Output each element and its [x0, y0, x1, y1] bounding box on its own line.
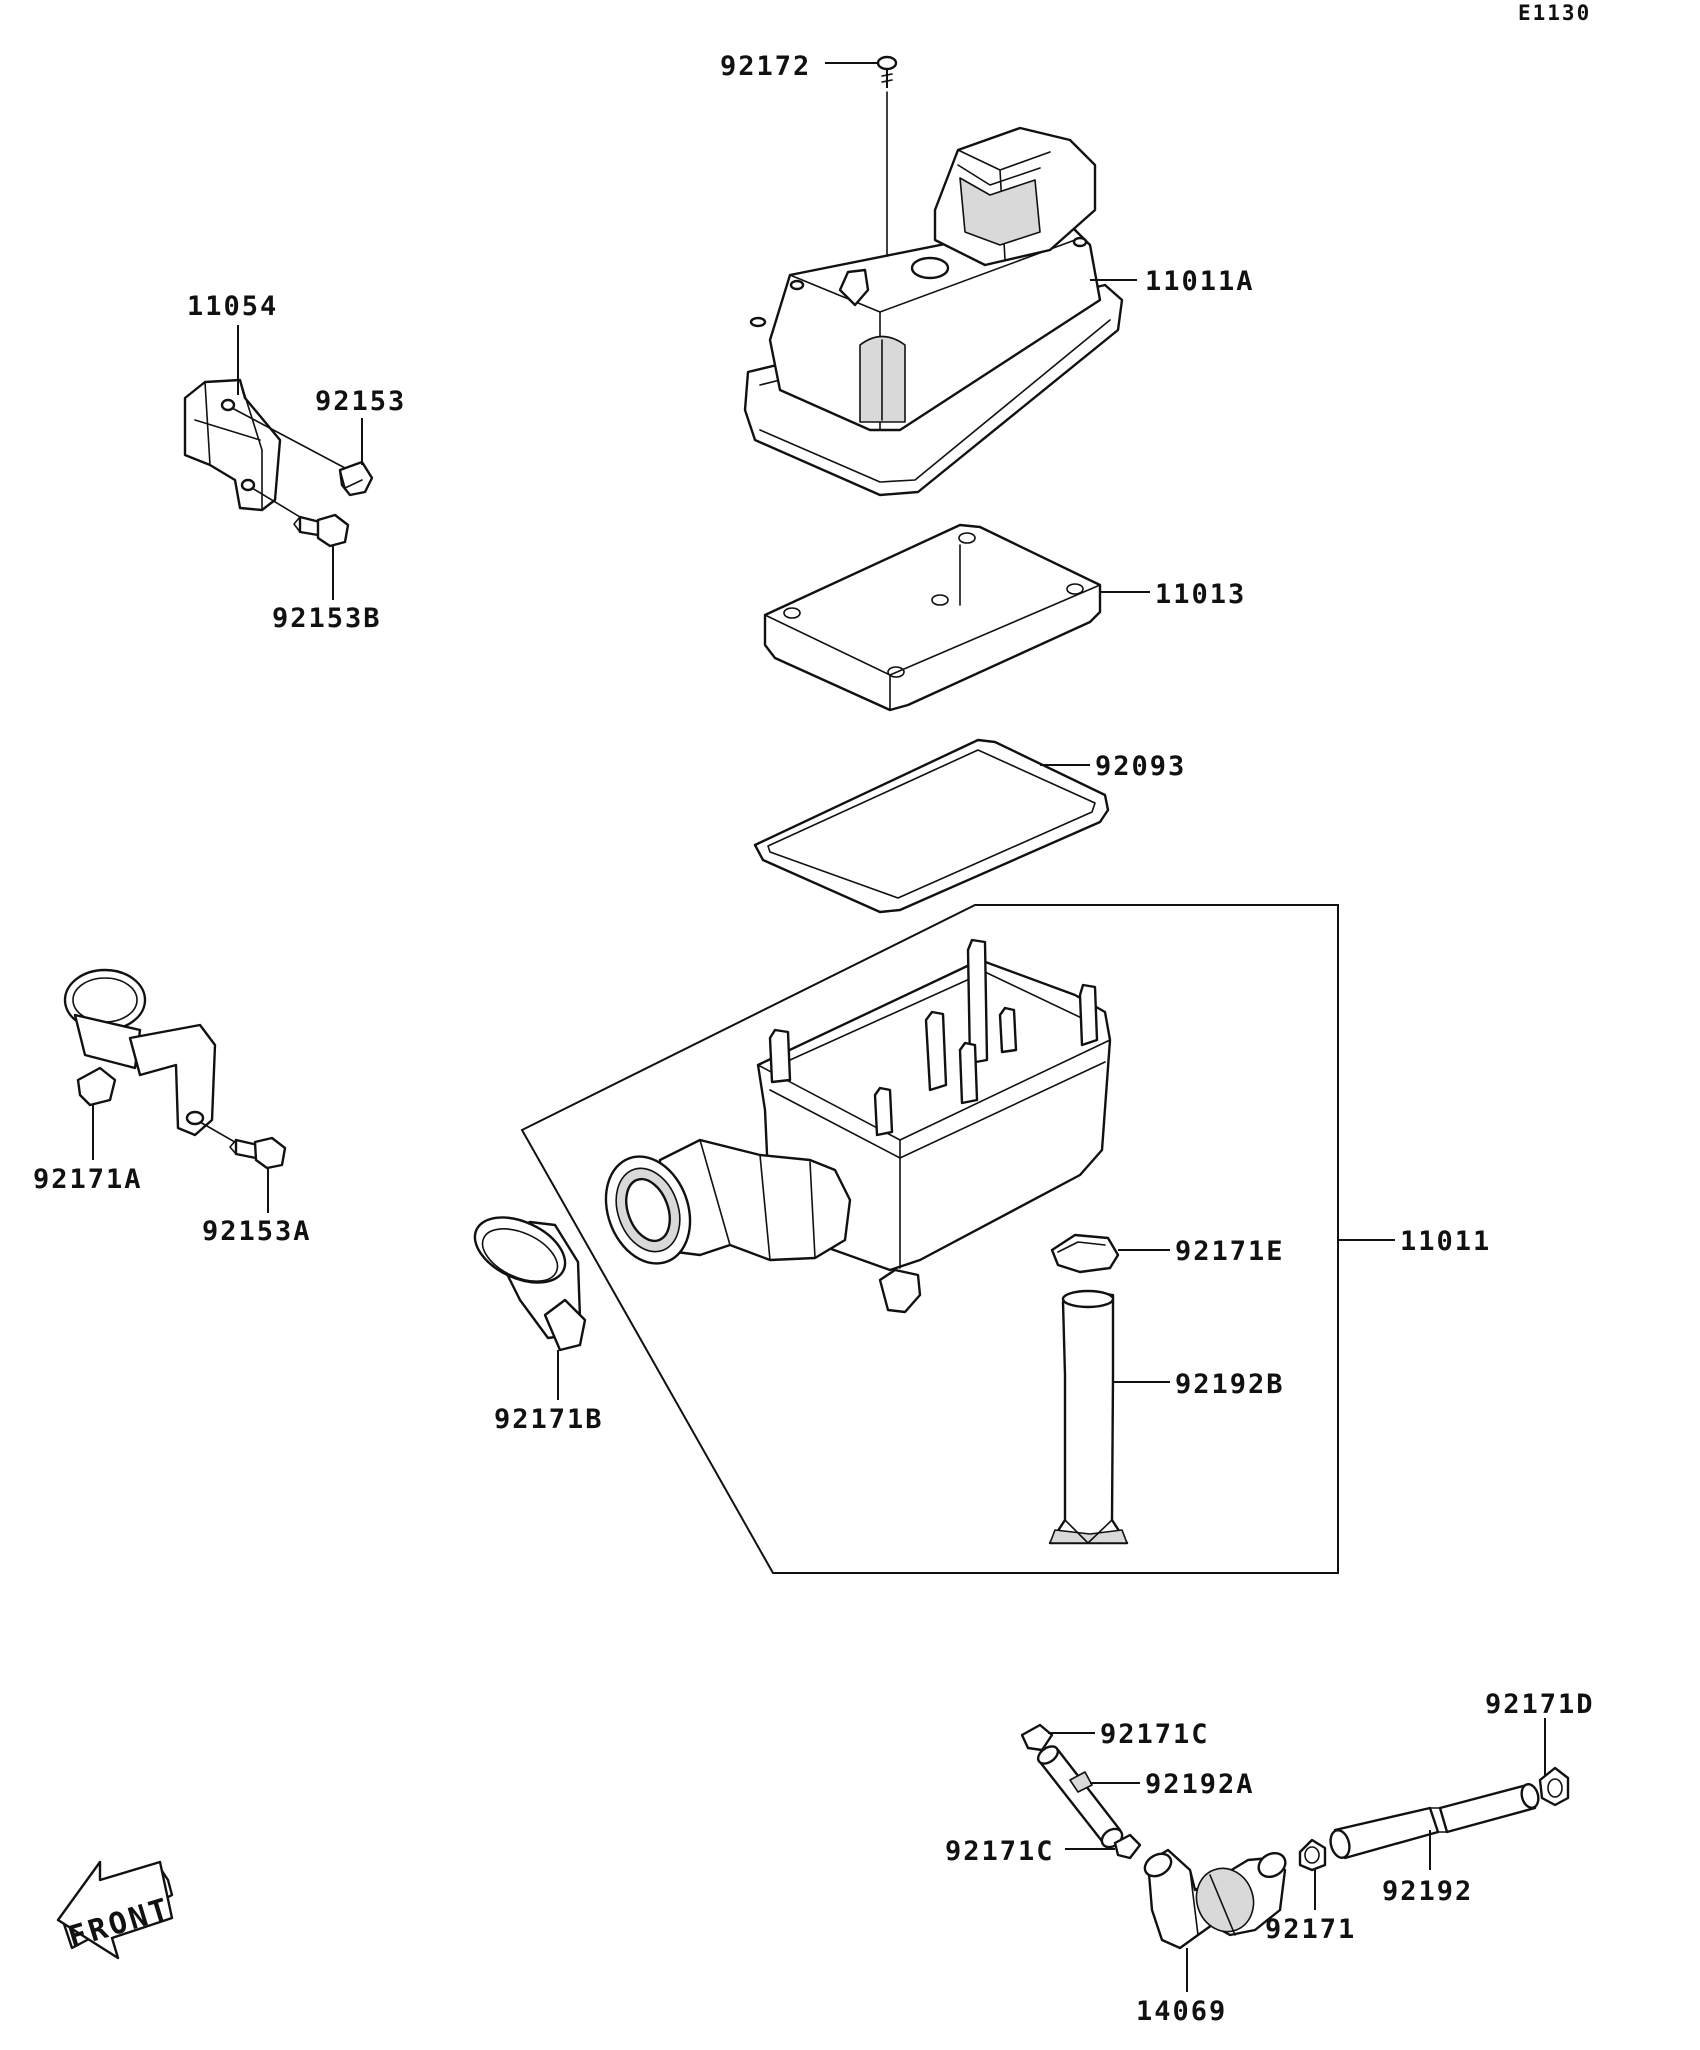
label-11013[interactable]: 11013: [1155, 579, 1246, 610]
axis-11054-a: [231, 407, 346, 469]
label-92192A[interactable]: 92192A: [1145, 1769, 1255, 1800]
screw-92172[interactable]: [876, 55, 898, 88]
label-92153A[interactable]: 92153A: [202, 1216, 312, 1247]
label-11011A[interactable]: 11011A: [1145, 266, 1255, 297]
clip-92171[interactable]: [1298, 1838, 1327, 1872]
bolt-92153B[interactable]: [293, 513, 350, 548]
bracket-11054[interactable]: [183, 378, 282, 512]
clamp-92171E[interactable]: [1050, 1233, 1120, 1274]
bolt-92153[interactable]: [338, 460, 374, 497]
tube-92192B[interactable]: [1048, 1289, 1129, 1545]
valve-14069[interactable]: [1141, 1848, 1290, 1950]
label-92171C-top[interactable]: 92171C: [1100, 1719, 1210, 1750]
label-92171E[interactable]: 92171E: [1175, 1236, 1285, 1267]
label-92093[interactable]: 92093: [1095, 751, 1186, 782]
label-11054[interactable]: 11054: [187, 291, 278, 322]
clamp-92171B[interactable]: [465, 1204, 587, 1352]
air-cleaner-case-11011[interactable]: [592, 938, 1112, 1314]
clip-92171C-bottom[interactable]: [1113, 1833, 1142, 1860]
hose-92192[interactable]: [1328, 1782, 1541, 1860]
label-11011[interactable]: 11011: [1400, 1226, 1491, 1257]
filter-element-11013[interactable]: [763, 523, 1102, 712]
label-92192[interactable]: 92192: [1382, 1876, 1473, 1907]
clamp-bracket-92171A[interactable]: [63, 968, 217, 1137]
front-arrow-icon: FRONT: [56, 1860, 175, 1960]
label-92171B[interactable]: 92171B: [494, 1404, 604, 1435]
label-92171D[interactable]: 92171D: [1485, 1689, 1595, 1720]
diagram-code: E1130: [1518, 1, 1591, 25]
label-92153[interactable]: 92153: [315, 386, 406, 417]
label-92171C-bottom[interactable]: 92171C: [945, 1836, 1055, 1867]
group-outline-11011: [520, 904, 1339, 1574]
label-92171[interactable]: 92171: [1265, 1914, 1356, 1945]
label-92172[interactable]: 92172: [720, 51, 811, 82]
clip-92171C-top[interactable]: [1020, 1723, 1054, 1752]
bolt-92153A[interactable]: [229, 1136, 287, 1170]
clip-92171D[interactable]: [1538, 1766, 1570, 1807]
hose-92192A[interactable]: [1035, 1743, 1126, 1851]
label-92192B[interactable]: 92192B: [1175, 1369, 1285, 1400]
axis-11054-b: [251, 487, 306, 521]
label-92153B[interactable]: 92153B: [272, 603, 382, 634]
axis-92171A: [199, 1121, 241, 1146]
label-92171A[interactable]: 92171A: [33, 1164, 143, 1195]
gasket-92093[interactable]: [753, 738, 1110, 914]
label-14069[interactable]: 14069: [1136, 1996, 1227, 2027]
air-cleaner-cover-11011A[interactable]: [743, 126, 1124, 497]
